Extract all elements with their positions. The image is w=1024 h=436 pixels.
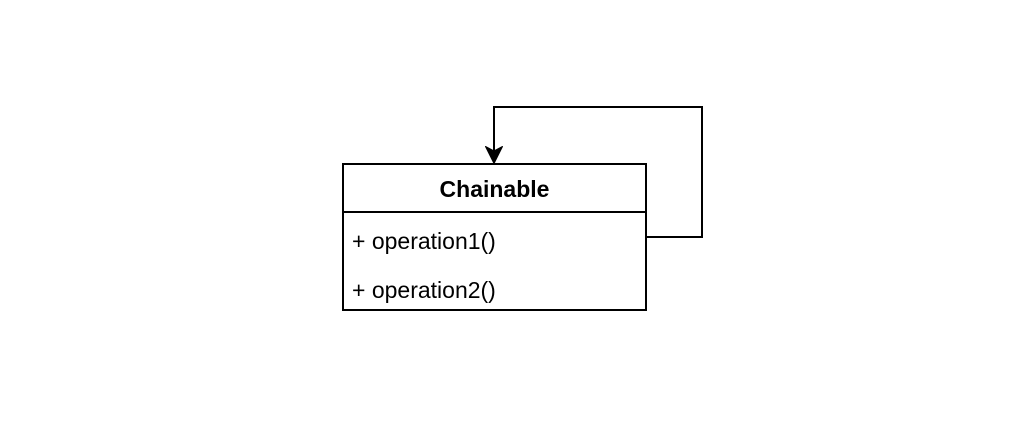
class-member-operation1: + operation1() [352,228,496,254]
uml-class-box: Chainable + operation1() + operation2() [342,163,647,311]
class-member-operation2: + operation2() [352,277,496,303]
arrowhead-down-icon [485,146,503,164]
self-association-connector [485,106,703,238]
class-name: Chainable [440,176,550,202]
self-association-line [493,106,703,238]
class-box-rect [342,163,647,311]
